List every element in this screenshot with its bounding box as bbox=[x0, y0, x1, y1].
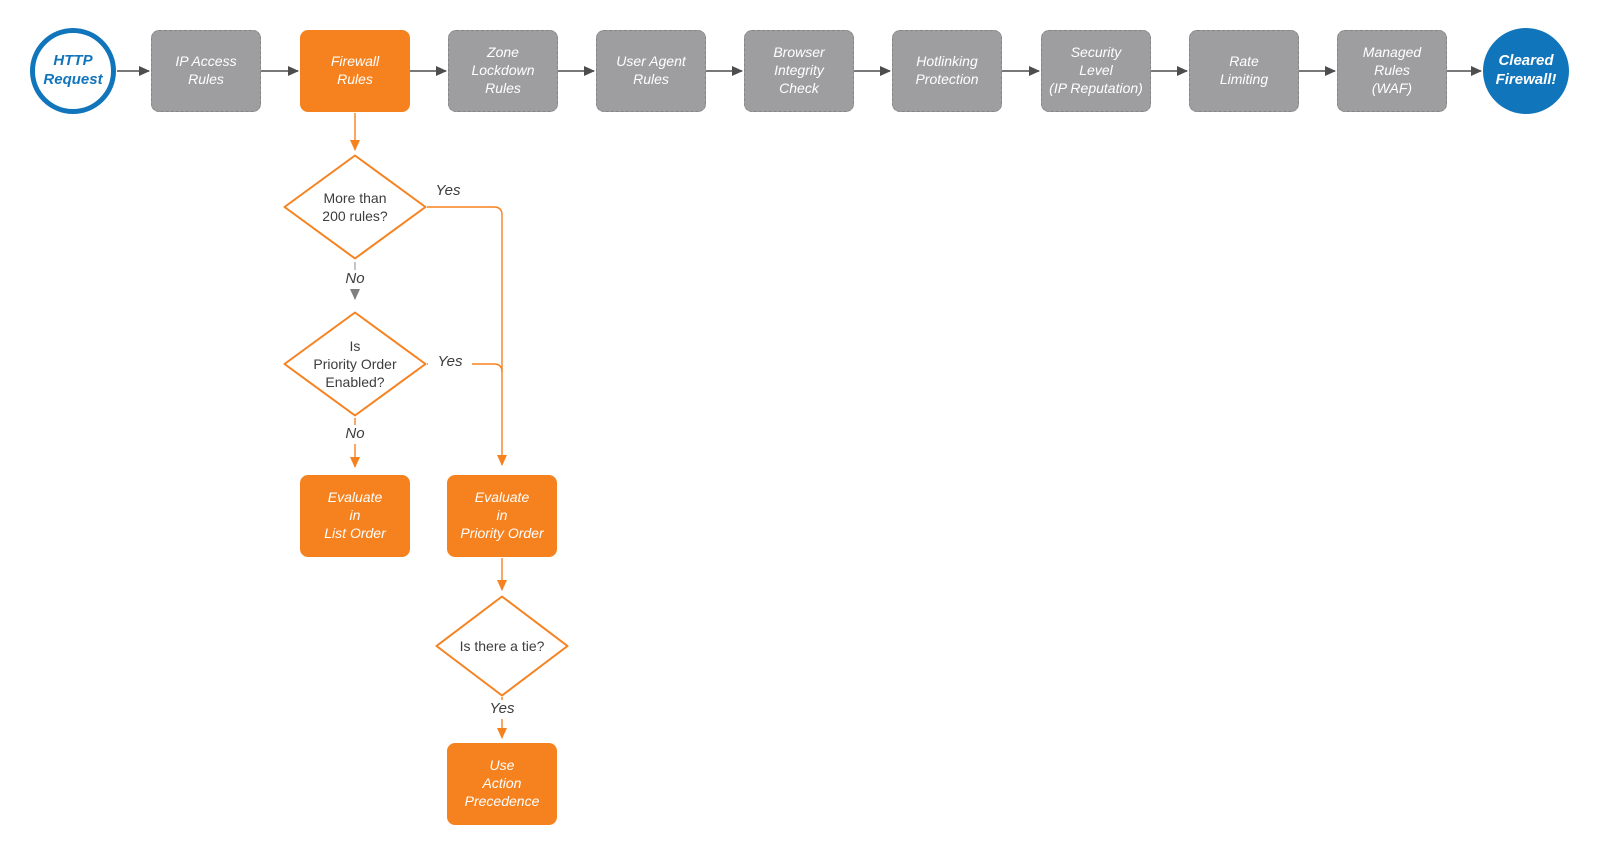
node-cleared-firewall: Cleared Firewall! bbox=[1483, 28, 1569, 114]
node-label: Cleared Firewall! bbox=[1495, 52, 1557, 88]
node-label: Browser Integrity Check bbox=[773, 44, 825, 96]
node-ip-access-rules: IP Access Rules bbox=[151, 30, 261, 112]
decision-more-than-200-rules: More than 200 rules? bbox=[283, 154, 427, 260]
node-firewall-rules: Firewall Rules bbox=[300, 30, 410, 112]
node-evaluate-list-order: Evaluate in List Order bbox=[300, 475, 410, 557]
decision-label: Is Priority Order Enabled? bbox=[313, 337, 397, 391]
node-hotlinking-protection: Hotlinking Protection bbox=[892, 30, 1002, 112]
edge-label-yes-2: Yes bbox=[428, 353, 472, 372]
edge-label-no-1: No bbox=[333, 270, 377, 289]
node-browser-integrity-check: Browser Integrity Check bbox=[744, 30, 854, 112]
edge-label-yes-1: Yes bbox=[426, 182, 470, 201]
node-label: Zone Lockdown Rules bbox=[471, 44, 535, 96]
diamond-shape bbox=[435, 595, 569, 697]
edge-label-yes-3: Yes bbox=[480, 700, 524, 719]
node-label: IP Access Rules bbox=[175, 53, 237, 87]
node-zone-lockdown-rules: Zone Lockdown Rules bbox=[448, 30, 558, 112]
node-label: Security Level (IP Reputation) bbox=[1049, 44, 1143, 96]
decision-label: Is there a tie? bbox=[459, 637, 545, 654]
node-managed-rules-waf: Managed Rules (WAF) bbox=[1337, 30, 1447, 112]
node-use-action-precedence: Use Action Precedence bbox=[447, 743, 557, 825]
node-http-request: HTTP Request bbox=[30, 28, 116, 114]
edge-label-no-2: No bbox=[333, 425, 377, 444]
node-label: User Agent Rules bbox=[616, 53, 686, 87]
diamond-shape bbox=[283, 154, 427, 260]
decision-label: More than 200 rules? bbox=[322, 189, 388, 224]
node-label: HTTP Request bbox=[43, 52, 103, 88]
diamond-shape bbox=[283, 311, 427, 417]
node-rate-limiting: Rate Limiting bbox=[1189, 30, 1299, 112]
node-label: Evaluate in List Order bbox=[324, 489, 386, 541]
node-label: Managed Rules (WAF) bbox=[1362, 44, 1422, 96]
connector-decision1-yes bbox=[427, 206, 507, 466]
decision-priority-order-enabled: Is Priority Order Enabled? bbox=[283, 311, 427, 417]
node-security-level: Security Level (IP Reputation) bbox=[1041, 30, 1151, 112]
node-label: Hotlinking Protection bbox=[915, 53, 979, 87]
node-evaluate-priority-order: Evaluate in Priority Order bbox=[447, 475, 557, 557]
node-label: Firewall Rules bbox=[330, 53, 380, 87]
decision-is-there-a-tie: Is there a tie? bbox=[435, 595, 569, 697]
connector-decision2-yes bbox=[427, 363, 503, 373]
node-label: Evaluate in Priority Order bbox=[460, 489, 544, 541]
node-label: Use Action Precedence bbox=[464, 757, 540, 809]
node-user-agent-rules: User Agent Rules bbox=[596, 30, 706, 112]
node-label: Rate Limiting bbox=[1219, 53, 1269, 87]
